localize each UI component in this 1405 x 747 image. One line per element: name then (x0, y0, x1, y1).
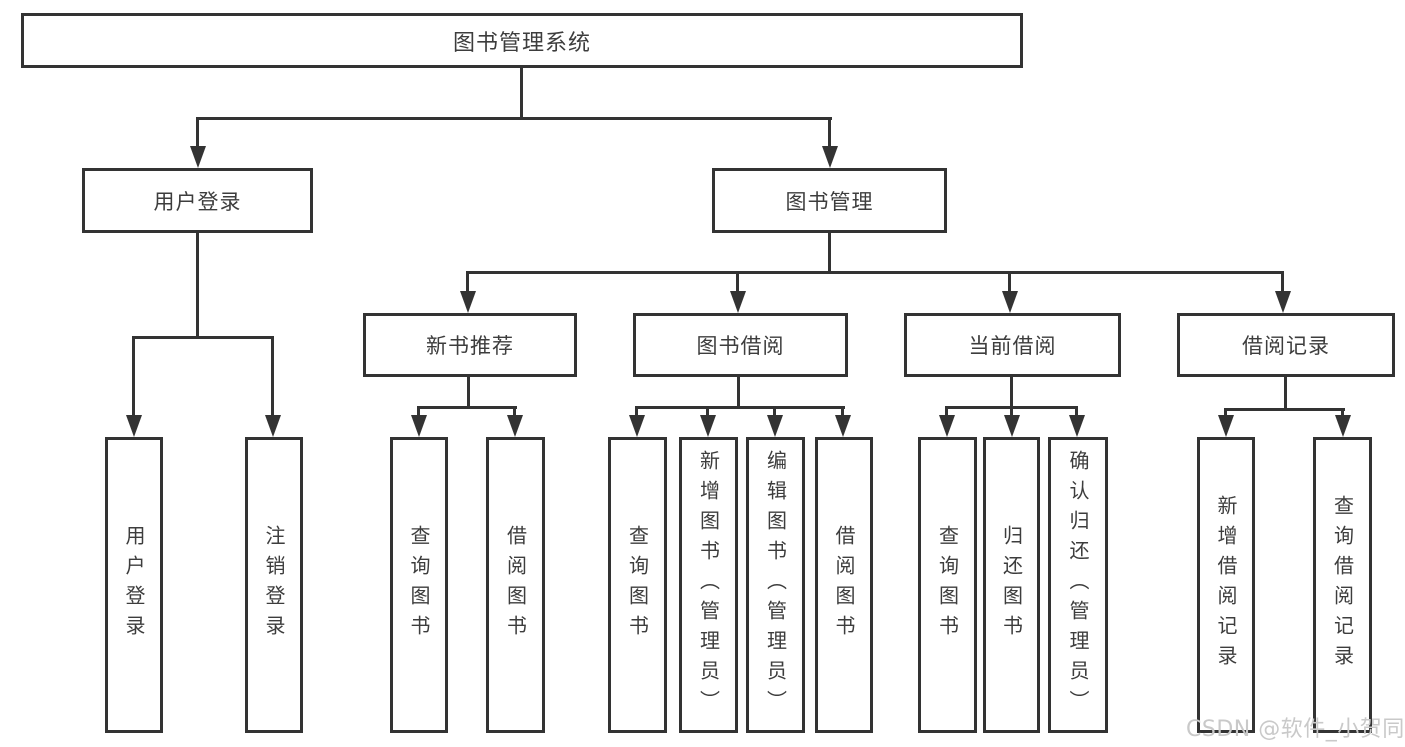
node-user-login-label: 用户登录 (153, 189, 242, 214)
node-book-mgmt: 图书管理 (712, 168, 947, 233)
leaf-records-add-label: 新增借阅记录 (1214, 495, 1238, 675)
leaf-user-login: 用户登录 (105, 437, 163, 733)
leaf-records-query: 查询借阅记录 (1313, 437, 1372, 733)
leaf-current-return: 归还图书 (983, 437, 1040, 733)
connector-new-books-stem (467, 377, 470, 408)
connector-book-borrow-stem (737, 377, 740, 408)
connector-book-mgmt-shaft-3 (1008, 271, 1011, 292)
connector-root-bar (196, 117, 832, 120)
leaf-current-confirm: 确认归还（管理员） (1048, 437, 1108, 733)
leaf-borrow-edit-label: 编辑图书（管理员） (763, 450, 788, 720)
leaf-borrow-add: 新增图书（管理员） (679, 437, 738, 733)
leaf-borrow-add-label: 新增图书（管理员） (696, 450, 721, 720)
connector-borrow-records-bar (1224, 408, 1345, 411)
arrow-down-icon (767, 415, 783, 437)
leaf-newbooks-borrow: 借阅图书 (486, 437, 545, 733)
node-current-borrow: 当前借阅 (904, 313, 1121, 377)
arrow-down-icon (126, 415, 142, 437)
arrow-down-icon (1069, 415, 1085, 437)
connector-book-mgmt-stem (828, 233, 831, 273)
connector-new-books-shaft-1 (417, 406, 420, 417)
node-user-login: 用户登录 (82, 168, 313, 233)
connector-new-books-shaft-2 (513, 406, 516, 417)
node-root: 图书管理系统 (21, 13, 1023, 68)
connector-book-borrow-bar (635, 406, 845, 409)
leaf-records-add: 新增借阅记录 (1197, 437, 1255, 733)
connector-user-login-shaft-2 (271, 336, 274, 416)
node-book-borrow-label: 图书借阅 (696, 334, 785, 358)
connector-current-borrow-shaft-3 (1075, 406, 1078, 417)
node-new-books: 新书推荐 (363, 313, 577, 377)
connector-current-borrow-shaft-1 (945, 406, 948, 417)
node-root-label: 图书管理系统 (452, 30, 591, 56)
leaf-logout: 注销登录 (245, 437, 303, 733)
connector-book-mgmt-shaft-1 (466, 271, 469, 292)
connector-root-left-shaft (196, 117, 199, 148)
node-borrow-records: 借阅记录 (1177, 313, 1395, 377)
arrow-down-icon (700, 415, 716, 437)
leaf-borrow-query-label: 查询图书 (625, 525, 650, 645)
connector-book-mgmt-bar (466, 271, 1284, 274)
leaf-newbooks-borrow-label: 借阅图书 (503, 525, 528, 645)
leaf-current-return-label: 归还图书 (999, 525, 1024, 645)
connector-book-borrow-shaft-1 (635, 406, 638, 417)
arrow-down-icon (822, 146, 838, 168)
arrow-down-icon (1002, 291, 1018, 313)
connector-root-right-shaft (828, 117, 831, 148)
arrow-down-icon (460, 291, 476, 313)
connector-new-books-bar (417, 406, 517, 409)
connector-borrow-records-shaft-2 (1341, 408, 1344, 417)
arrow-down-icon (629, 415, 645, 437)
arrow-down-icon (190, 146, 206, 168)
node-borrow-records-label: 借阅记录 (1242, 334, 1330, 358)
arrow-down-icon (1275, 291, 1291, 313)
arrow-down-icon (411, 415, 427, 437)
connector-borrow-records-shaft-1 (1224, 408, 1227, 417)
leaf-current-query: 查询图书 (918, 437, 977, 733)
leaf-current-confirm-label: 确认归还（管理员） (1066, 450, 1090, 720)
arrow-down-icon (835, 415, 851, 437)
leaf-current-query-label: 查询图书 (935, 525, 960, 645)
arrow-down-icon (1004, 415, 1020, 437)
leaf-newbooks-query-label: 查询图书 (407, 525, 431, 645)
connector-user-login-stem (196, 233, 199, 338)
connector-user-login-shaft-1 (132, 336, 135, 416)
leaf-user-login-label: 用户登录 (122, 525, 146, 645)
connector-root-stem (520, 68, 523, 119)
leaf-newbooks-query: 查询图书 (390, 437, 448, 733)
connector-book-mgmt-shaft-4 (1281, 271, 1284, 292)
connector-current-borrow-stem (1010, 377, 1013, 408)
node-new-books-label: 新书推荐 (426, 334, 514, 358)
connector-user-login-bar (132, 336, 274, 339)
connector-current-borrow-shaft-2 (1010, 406, 1013, 417)
arrow-down-icon (730, 291, 746, 313)
connector-borrow-records-stem (1284, 377, 1287, 410)
connector-book-borrow-shaft-4 (841, 406, 844, 417)
leaf-borrow-borrow-label: 借阅图书 (832, 525, 856, 645)
leaf-borrow-query: 查询图书 (608, 437, 667, 733)
leaf-logout-label: 注销登录 (262, 525, 286, 645)
connector-book-borrow-shaft-3 (773, 406, 776, 417)
leaf-borrow-borrow: 借阅图书 (815, 437, 873, 733)
connector-book-mgmt-shaft-2 (736, 271, 739, 292)
arrow-down-icon (1335, 415, 1351, 437)
node-current-borrow-label: 当前借阅 (968, 334, 1057, 358)
leaf-records-query-label: 查询借阅记录 (1330, 495, 1355, 675)
leaf-borrow-edit: 编辑图书（管理员） (746, 437, 805, 733)
node-book-mgmt-label: 图书管理 (785, 189, 874, 214)
arrow-down-icon (265, 415, 281, 437)
connector-book-borrow-shaft-2 (706, 406, 709, 417)
arrow-down-icon (507, 415, 523, 437)
arrow-down-icon (939, 415, 955, 437)
arrow-down-icon (1218, 415, 1234, 437)
csdn-watermark: CSDN @软件_小贺同学 (1186, 717, 1405, 742)
node-book-borrow: 图书借阅 (633, 313, 848, 377)
